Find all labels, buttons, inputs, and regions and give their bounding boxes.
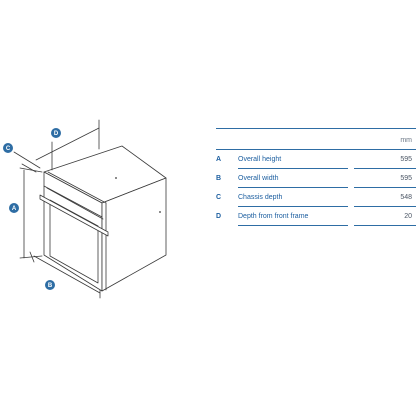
badge-a: A — [9, 203, 19, 213]
spec-label: Chassis depth — [238, 194, 283, 201]
oven-side-dot — [159, 211, 161, 213]
control-panel-line — [43, 185, 103, 218]
control-panel-line — [46, 187, 104, 220]
dimension-b-line — [29, 251, 35, 263]
svg-text:A: A — [12, 206, 17, 212]
svg-text:D: D — [54, 131, 59, 137]
dimension-a-line — [19, 167, 43, 173]
oven-side-face — [101, 177, 167, 292]
unit-header: mm — [216, 130, 416, 150]
unit-label: mm — [400, 137, 412, 144]
dimension-b-line — [33, 255, 101, 294]
svg-text:B: B — [48, 283, 53, 289]
spec-row-a: A Overall height 595 — [216, 150, 416, 169]
dimension-spec-table: mm A Overall height 595 B Overall width … — [216, 128, 416, 226]
spec-label: Overall height — [238, 156, 282, 163]
dimension-c-line — [13, 151, 41, 169]
oven-door-handle — [39, 194, 109, 237]
row-rule — [354, 225, 416, 226]
row-rule — [238, 206, 348, 207]
row-rule — [238, 168, 348, 169]
row-rule — [354, 206, 416, 207]
dimension-d-line — [35, 127, 100, 161]
row-rule — [238, 225, 348, 226]
spec-label: Depth from front frame — [238, 213, 309, 220]
front-frame-edge — [47, 171, 107, 204]
svg-text:C: C — [6, 146, 11, 152]
spec-label: Overall width — [238, 175, 279, 182]
row-rule — [354, 187, 416, 188]
spec-value: 20 — [404, 213, 412, 220]
dimension-a-line — [19, 255, 43, 259]
spec-value: 595 — [400, 175, 412, 182]
spec-row-c: C Chassis depth 548 — [216, 188, 416, 207]
spec-row-b: B Overall width 595 — [216, 169, 416, 188]
badge-d: D — [51, 128, 61, 138]
spec-key: B — [216, 175, 222, 182]
row-rule — [238, 187, 348, 188]
spec-row-d: D Depth from front frame 20 — [216, 207, 416, 226]
badge-b: B — [45, 280, 55, 290]
table-top-rule — [216, 128, 416, 129]
spec-value: 548 — [400, 194, 412, 201]
spec-key: D — [216, 213, 222, 220]
spec-key: C — [216, 194, 222, 201]
badge-c: C — [3, 143, 13, 153]
spec-value: 595 — [400, 156, 412, 163]
oven-door-window — [49, 199, 99, 284]
spec-key: A — [216, 156, 222, 163]
row-rule — [354, 168, 416, 169]
oven-top-dot — [115, 177, 117, 179]
